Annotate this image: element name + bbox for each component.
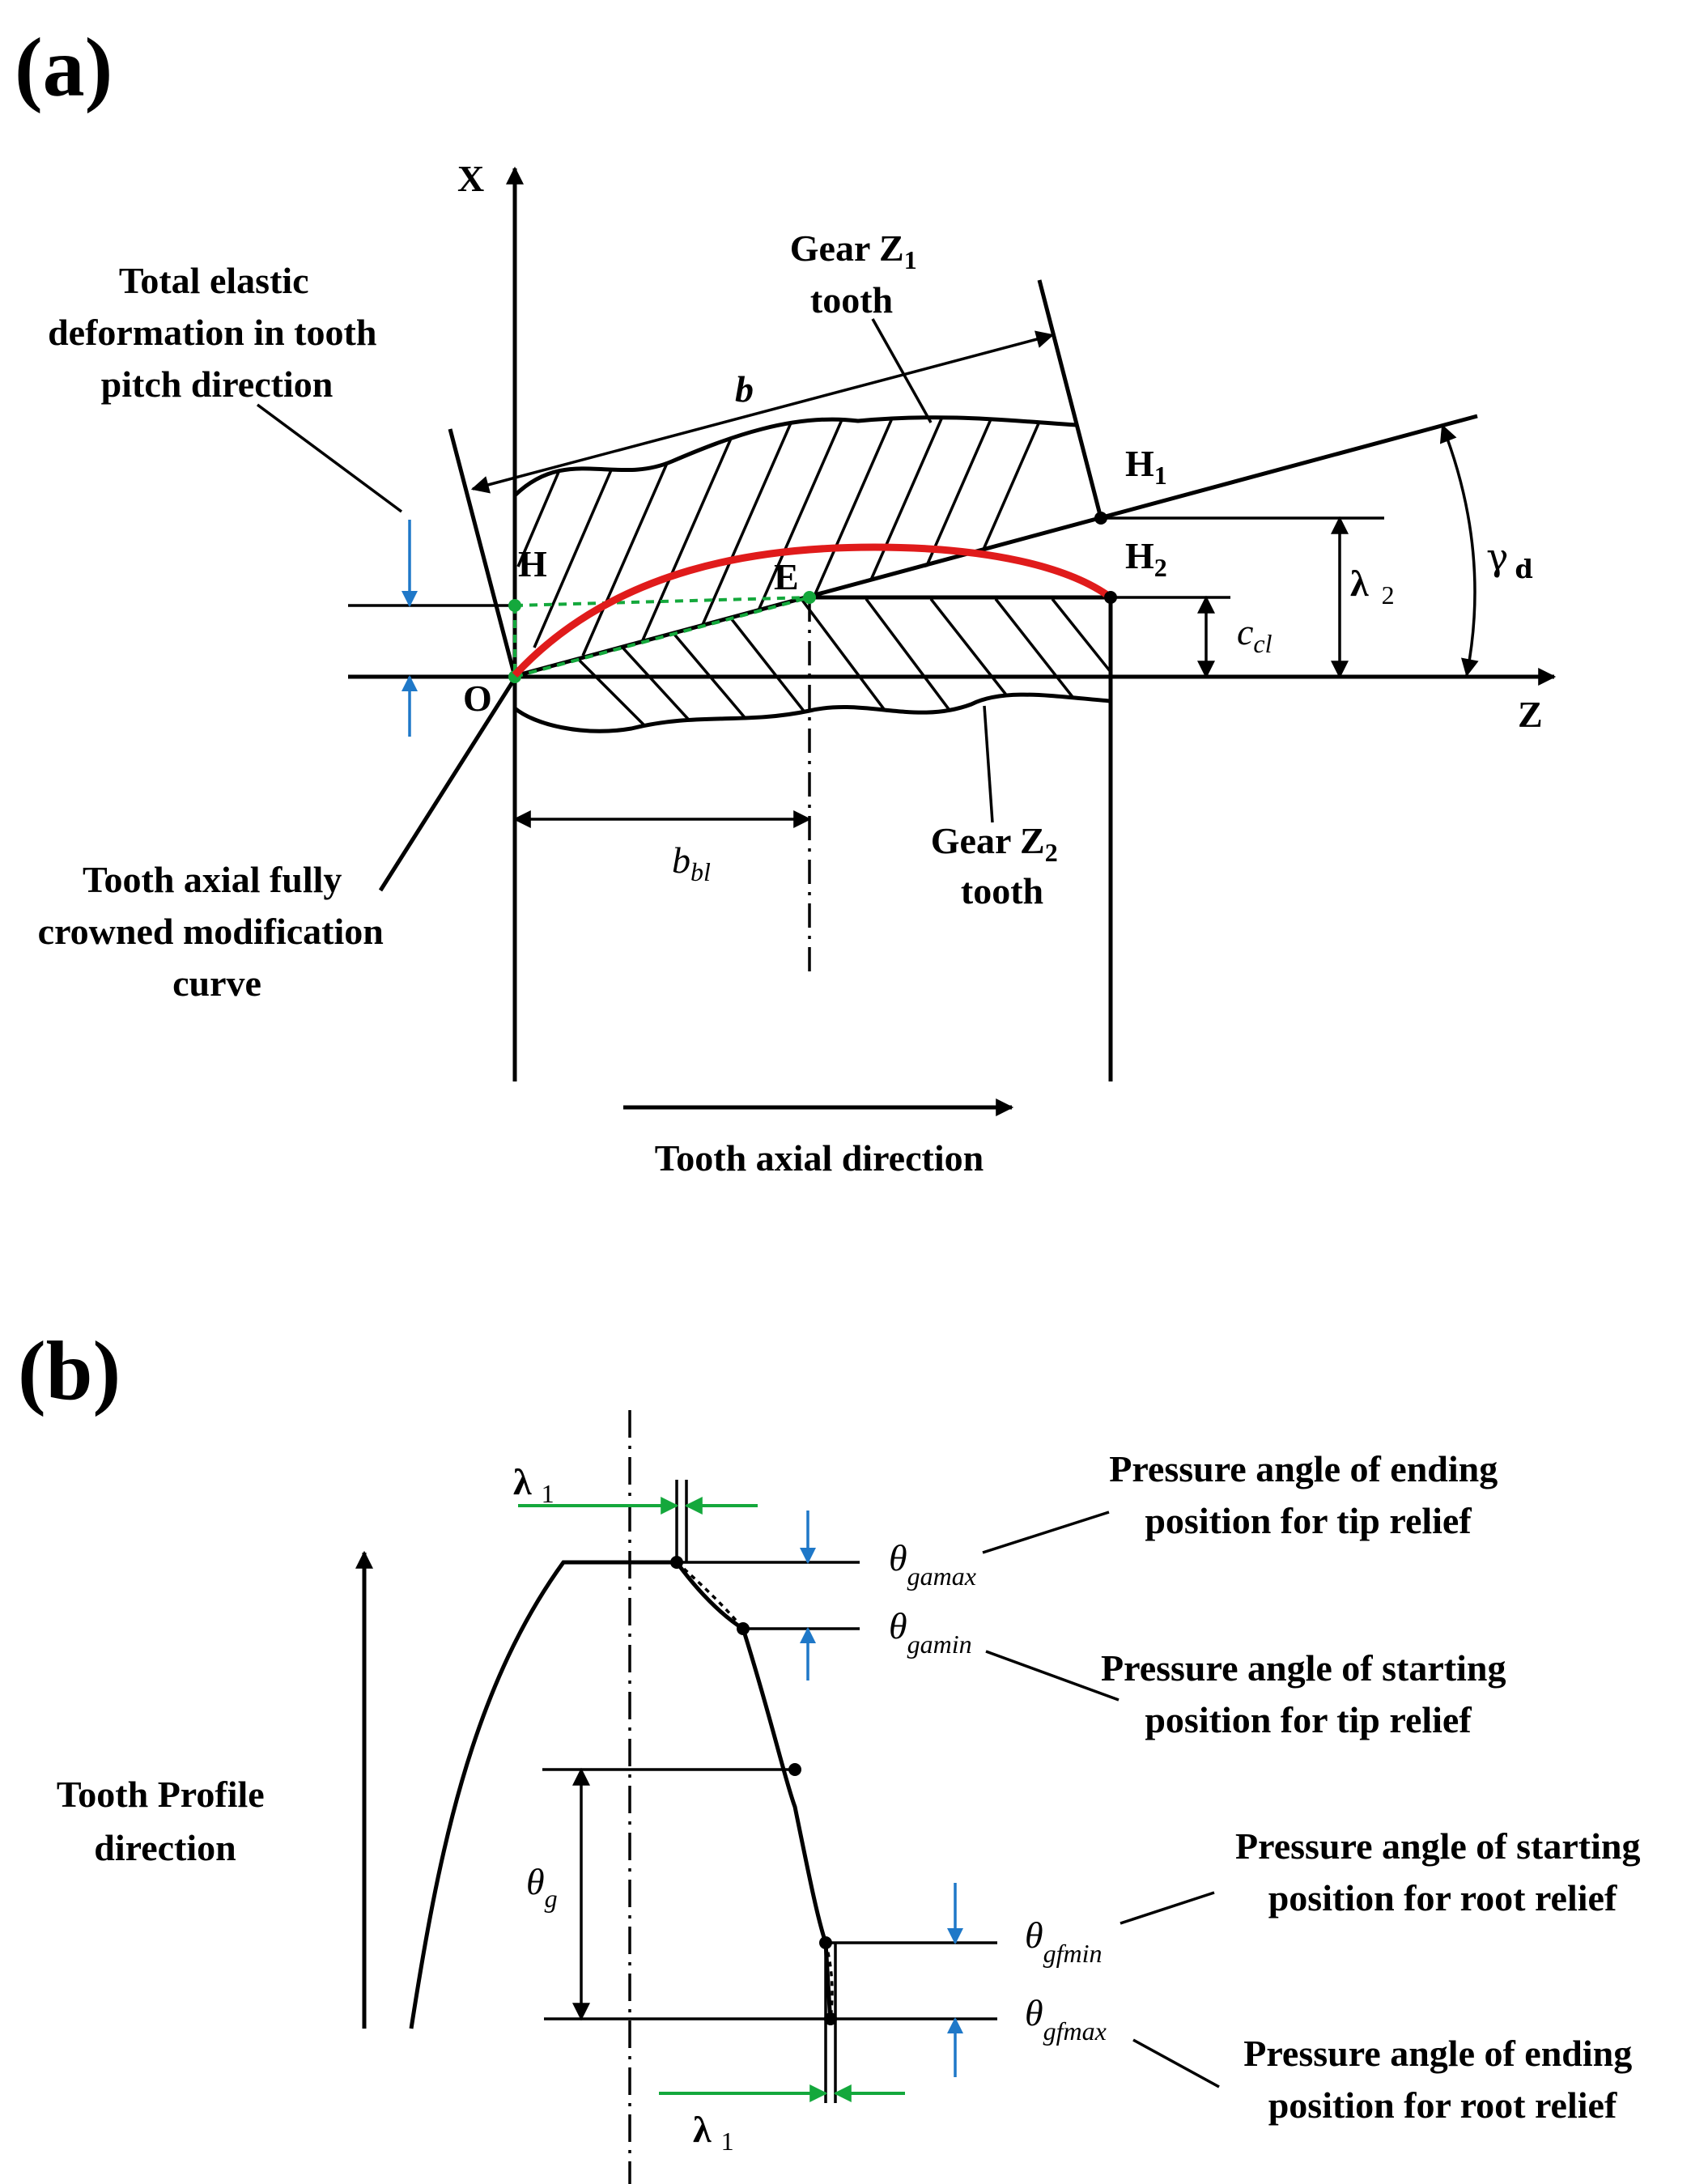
tip-relief-dotted xyxy=(675,1561,745,1630)
root-end-label: Pressure angle of ending position for ro… xyxy=(1243,2033,1642,2126)
crowned-curve-label: Tooth axial fully crowned modification c… xyxy=(38,859,393,1004)
tip-start-label: Pressure angle of starting position for … xyxy=(1101,1647,1515,1740)
elastic-deformation-label: Total elastic deformation in tooth pitch… xyxy=(48,260,386,405)
elastic-deformation-leader xyxy=(256,403,403,513)
point-h2-label: H2 xyxy=(1125,535,1167,582)
dim-b-arrow xyxy=(470,330,1055,494)
tip-end-leader xyxy=(982,1511,1110,1554)
dim-ccl-label: ccl xyxy=(1237,611,1272,658)
point-h1-label: H1 xyxy=(1125,443,1167,490)
theta-gfmin-label: θgfmin xyxy=(1025,1914,1103,1968)
point-h1-dot xyxy=(1094,512,1107,525)
point-h2-dot xyxy=(1104,591,1117,604)
tooth-profile-outline xyxy=(409,1560,833,2029)
construction-lines xyxy=(508,591,816,683)
lambda1-arrows xyxy=(518,1497,905,2102)
gear-z2-hatching xyxy=(565,597,1111,732)
gear-z2-tooth-outline xyxy=(378,595,1111,892)
root-end-leader xyxy=(1132,2038,1220,2088)
dim-bbl-label: bbl xyxy=(672,839,711,886)
root-relief-dotted xyxy=(824,1942,834,2020)
theta-gfmax-label: θgfmax xyxy=(1025,1992,1107,2046)
relief-arrows xyxy=(800,1511,963,2077)
panel-a-extension-lines xyxy=(348,516,1384,971)
tip-end-label: Pressure angle of ending position for ti… xyxy=(1109,1448,1507,1541)
theta-gamax-label: θgamax xyxy=(889,1537,976,1591)
gear-z1-label: Gear Z1 tooth xyxy=(790,227,926,321)
z-axis-label: Z xyxy=(1518,694,1543,735)
angle-gamma-arc xyxy=(1439,423,1479,678)
profile-direction-label: Tooth Profile direction xyxy=(57,1774,274,1868)
point-h-label: H xyxy=(518,543,547,584)
panel-b-label: (b) xyxy=(18,1324,121,1417)
theta-g-label: θg xyxy=(526,1861,558,1913)
panel-a-label: (a) xyxy=(15,21,113,114)
gear-z1-leader xyxy=(871,318,933,423)
root-start-leader xyxy=(1120,1891,1215,1925)
tip-start-leader xyxy=(985,1650,1120,1702)
profile-points xyxy=(670,1556,837,2025)
axial-direction-label: Tooth axial direction xyxy=(655,1137,984,1179)
root-start-label: Pressure angle of starting position for … xyxy=(1235,1825,1650,1918)
x-axis-label: X xyxy=(457,158,484,199)
panel-a-dimensions xyxy=(470,330,1479,828)
dim-b-label: b xyxy=(735,368,754,410)
point-e-label: E xyxy=(774,556,799,597)
theta-gamin-label: θgamin xyxy=(889,1605,972,1659)
gear-z2-label: Gear Z2 tooth xyxy=(931,820,1067,911)
gear-z2-leader xyxy=(983,705,994,823)
origin-label: O xyxy=(463,678,492,719)
crowned-modification-curve xyxy=(512,543,1113,678)
